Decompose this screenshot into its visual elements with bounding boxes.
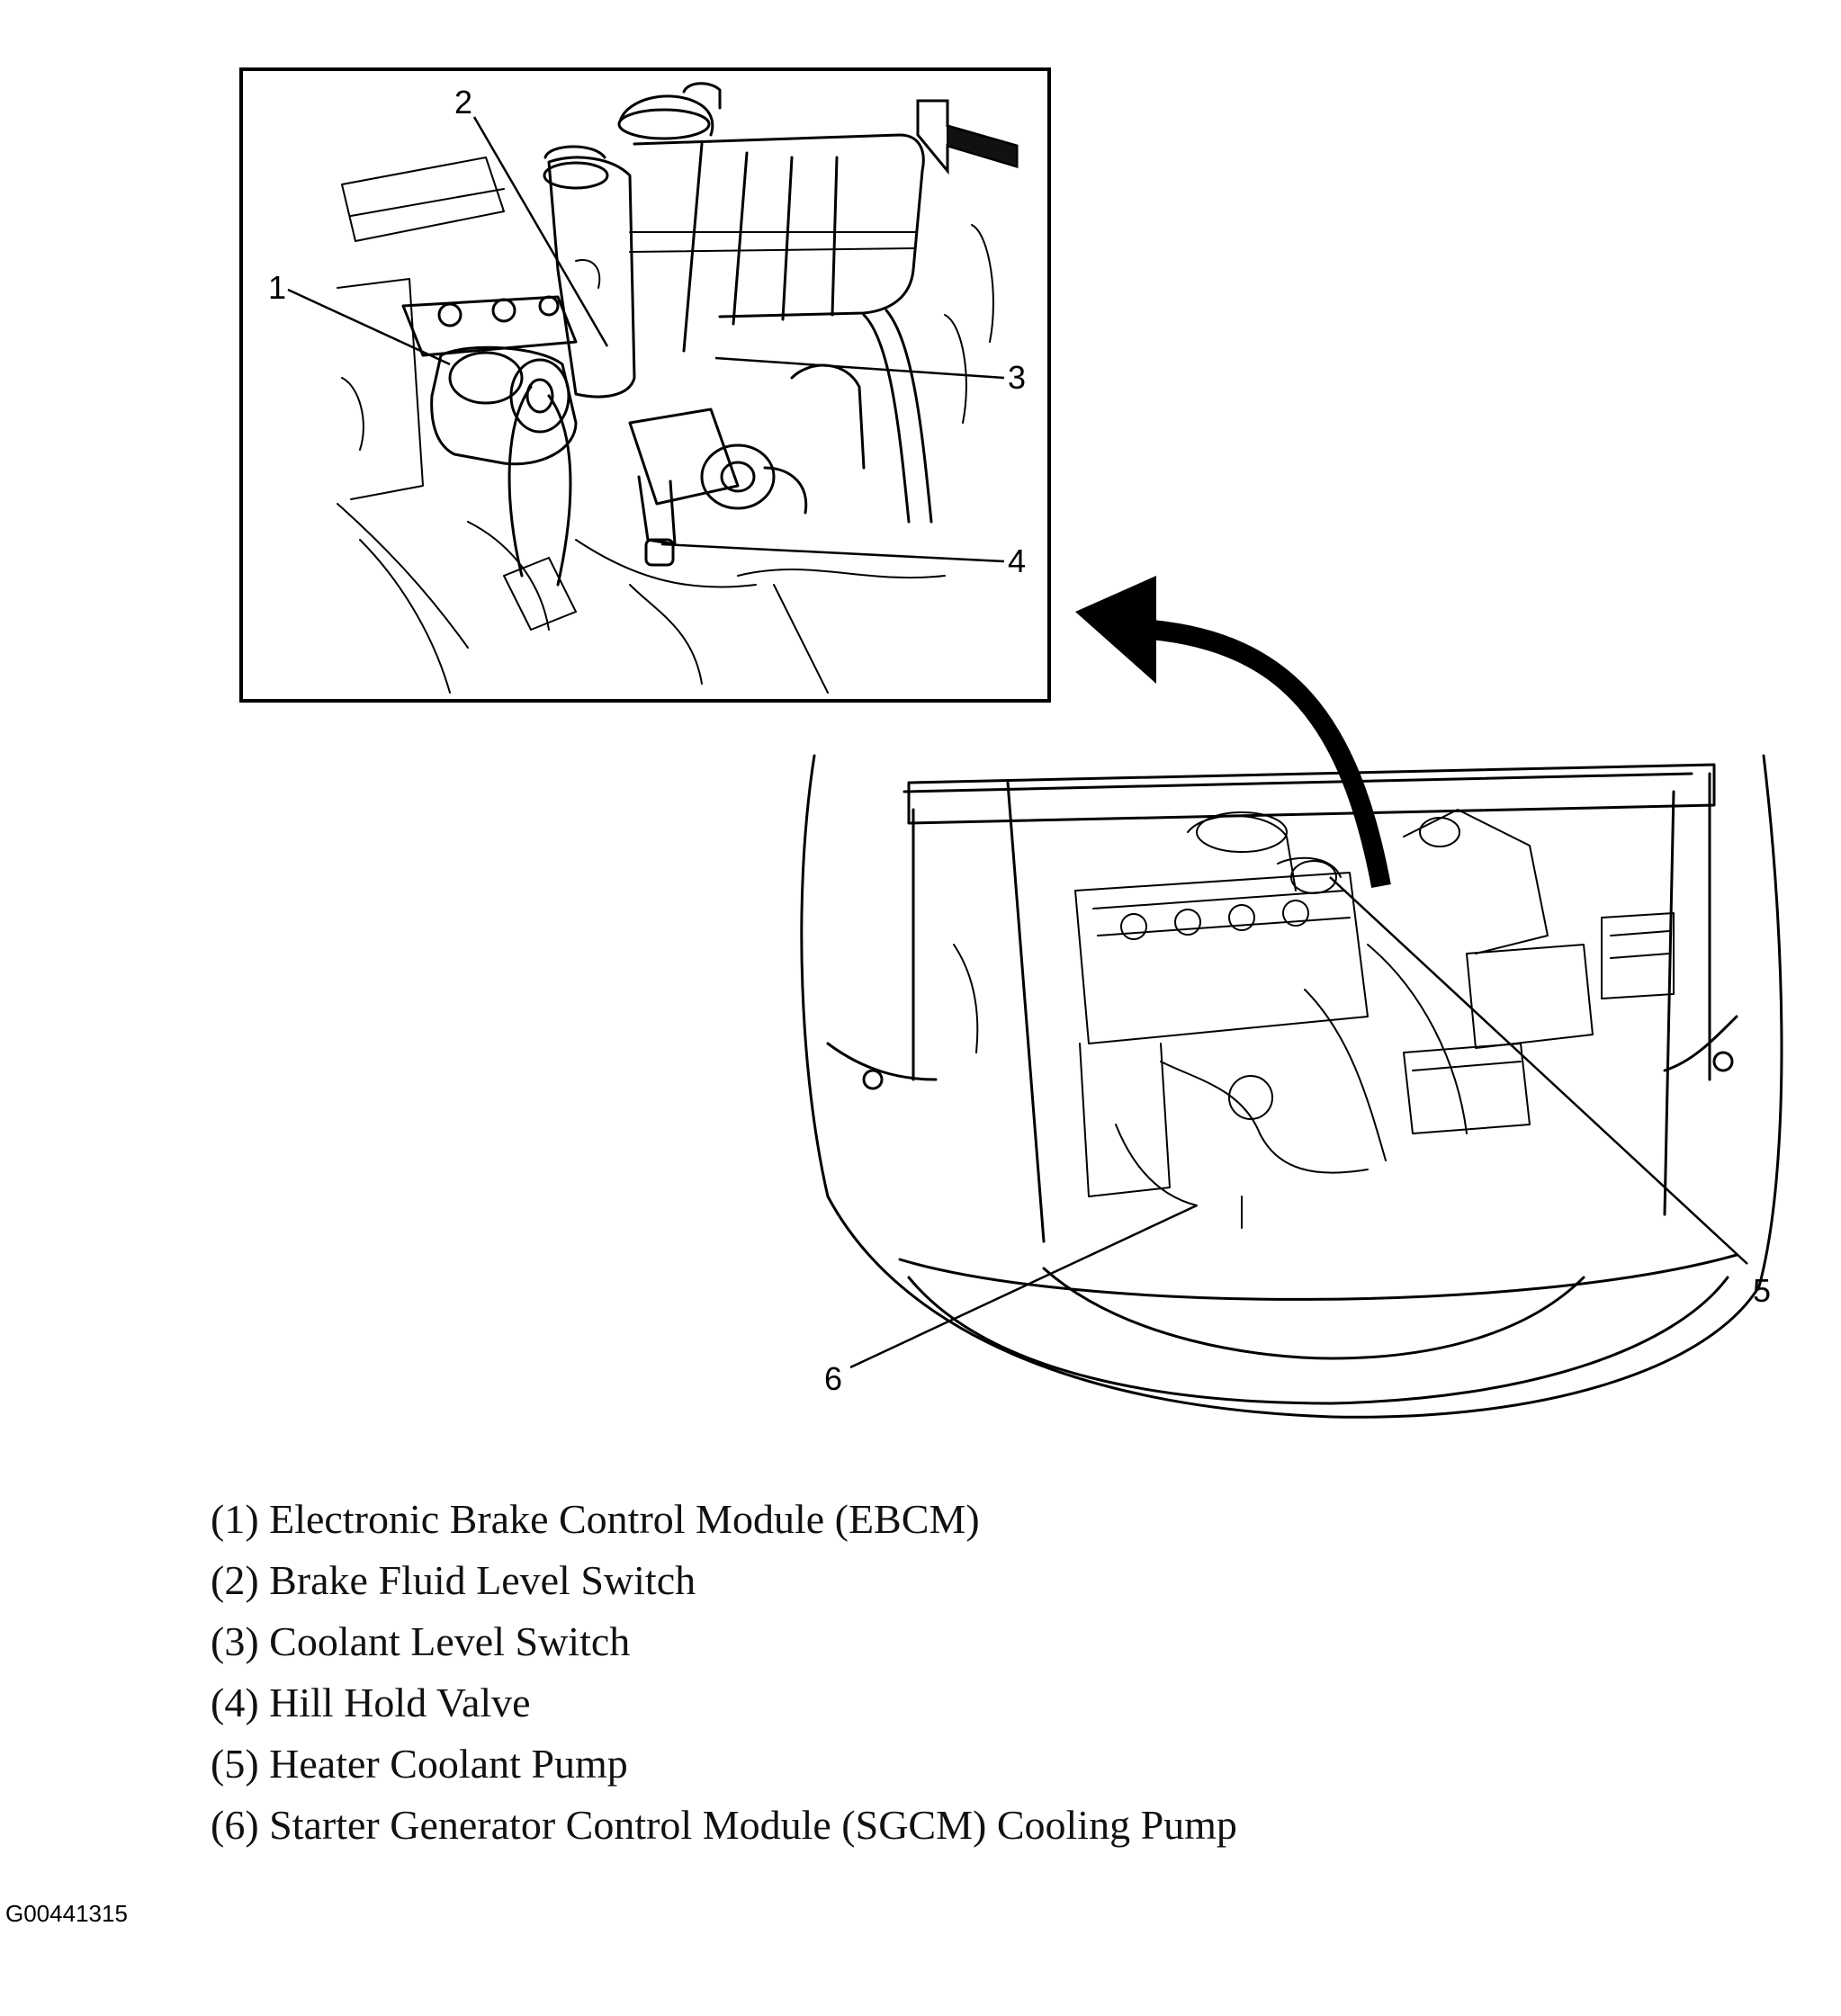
valve-assembly-drawing bbox=[628, 309, 933, 567]
engine-bay-overview: 5 6 bbox=[800, 754, 1783, 1419]
legend-item-2: (2) Brake Fluid Level Switch bbox=[211, 1557, 696, 1603]
callout-4: 4 bbox=[1008, 542, 1026, 579]
forward-direction-arrow bbox=[916, 99, 1019, 175]
callout-3: 3 bbox=[1008, 359, 1026, 396]
legend-item-6: (6) Starter Generator Control Module (SG… bbox=[211, 1802, 1237, 1848]
figure-identifier: G00441315 bbox=[5, 1900, 128, 1927]
inset-frame bbox=[239, 67, 1051, 703]
component-legend: (1) Electronic Brake Control Module (EBC… bbox=[211, 1489, 1740, 1856]
detail-inset: 1 2 3 4 bbox=[239, 67, 1051, 703]
callout-2: 2 bbox=[454, 84, 472, 121]
engine-block-drawing bbox=[953, 809, 1675, 1229]
coolant-reservoir-drawing bbox=[543, 82, 925, 399]
ebcm-module-drawing bbox=[401, 295, 578, 587]
callout-1: 1 bbox=[268, 269, 286, 306]
overview-callouts: 5 6 bbox=[824, 876, 1771, 1397]
callout-6: 6 bbox=[824, 1360, 842, 1397]
legend-item-5: (5) Heater Coolant Pump bbox=[211, 1741, 628, 1787]
vehicle-front-outline bbox=[800, 754, 1783, 1419]
legend-item-3: (3) Coolant Level Switch bbox=[211, 1618, 631, 1664]
inset-background-structure bbox=[337, 157, 994, 694]
legend-item-4: (4) Hill Hold Valve bbox=[211, 1680, 531, 1725]
legend-item-1: (1) Electronic Brake Control Module (EBC… bbox=[211, 1496, 980, 1542]
inset-callouts: 1 2 3 4 bbox=[268, 84, 1026, 579]
detail-pointer-arrow bbox=[1075, 576, 1391, 889]
callout-5: 5 bbox=[1753, 1272, 1771, 1309]
